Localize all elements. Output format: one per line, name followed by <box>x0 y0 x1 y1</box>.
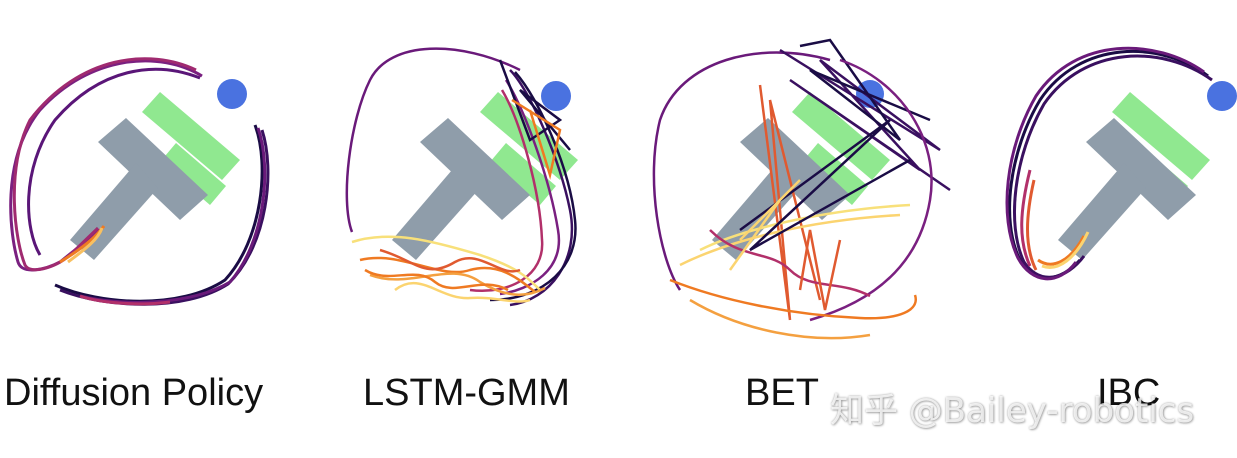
agent-circle <box>1207 81 1237 111</box>
t-block <box>392 118 530 260</box>
diffusion-policy-label: Diffusion Policy <box>4 372 264 414</box>
lstm-gmm-panel <box>345 47 578 307</box>
trajectory-lines <box>345 47 577 307</box>
diffusion-policy-panel <box>9 57 270 306</box>
ibc-label: IBC <box>1097 372 1161 414</box>
bet-panel <box>652 38 951 340</box>
agent-circle <box>541 81 571 111</box>
trajectory-lines <box>652 38 951 340</box>
target-t-outline <box>792 92 890 205</box>
target-t-outline <box>142 92 240 205</box>
ibc-panel <box>1005 46 1237 281</box>
lstm-gmm-label: LSTM-GMM <box>363 372 570 414</box>
trajectory-lines <box>1005 46 1213 281</box>
trajectory-lines <box>9 57 270 306</box>
bet-label: BET <box>745 372 819 414</box>
watermark: 知乎 @Bailey-robotics <box>830 391 1195 431</box>
agent-circle <box>217 79 247 109</box>
t-block <box>1058 118 1196 260</box>
